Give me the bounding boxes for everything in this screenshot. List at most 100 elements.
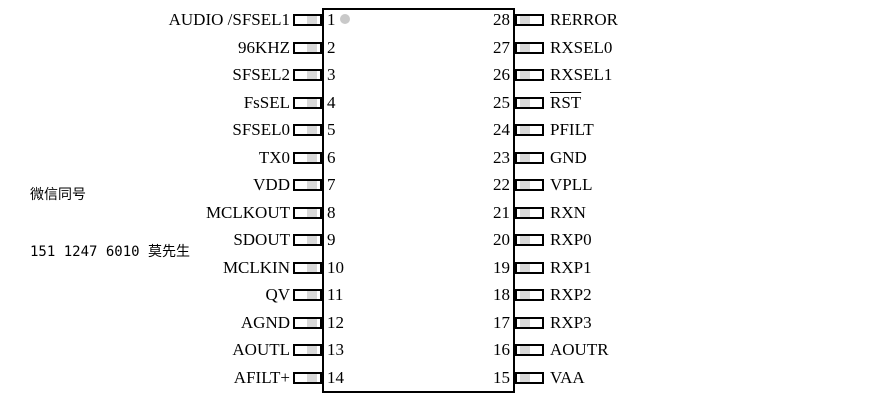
pin-pad xyxy=(515,371,544,384)
pad-stripe xyxy=(520,98,530,107)
pin-number: 21 xyxy=(493,202,510,222)
pin-pad xyxy=(515,234,544,246)
pad-stripe xyxy=(520,208,530,217)
pad-stripe xyxy=(520,236,530,244)
pin-number: 6 xyxy=(327,147,336,167)
pin-pad xyxy=(293,206,322,219)
pin-number: 22 xyxy=(493,175,510,194)
pin-label: AOUTL xyxy=(232,340,290,359)
pad-stripe xyxy=(307,291,317,299)
pin-pad xyxy=(515,261,544,274)
pad-stripe xyxy=(520,43,530,52)
pad-stripe xyxy=(307,263,317,272)
pad-stripe xyxy=(307,208,317,217)
pad-stripe xyxy=(520,318,530,327)
pad-stripe xyxy=(307,71,317,79)
pin-label: RXP3 xyxy=(550,312,592,332)
pin-pad xyxy=(293,234,322,246)
pin-label: 96KHZ xyxy=(238,37,290,57)
pin-pad xyxy=(293,69,322,81)
pin-pad xyxy=(293,316,322,329)
watermark-text: 微信同号 151 1247 6010 莫先生 xyxy=(30,148,190,300)
pin-label: TX0 xyxy=(258,147,290,167)
pin-number: 4 xyxy=(327,92,336,112)
pin-label: AUDIO /SFSEL1 xyxy=(168,10,290,29)
pin-row-22: VPLL 22 xyxy=(0,176,876,194)
pin1-marker-dot-icon xyxy=(340,14,350,24)
pin-label: AFILT+ xyxy=(233,367,290,387)
pin-pad xyxy=(293,151,322,164)
pin-number: 27 xyxy=(493,37,510,57)
pin-number: 10 xyxy=(327,257,344,277)
pin-number: 3 xyxy=(327,65,336,84)
pin-pad xyxy=(293,14,322,26)
pin-pad xyxy=(293,96,322,109)
pin-pad xyxy=(515,289,544,301)
pad-stripe xyxy=(307,16,317,24)
pin-label: RXN xyxy=(550,202,586,222)
pin-label: SFSEL0 xyxy=(232,120,290,139)
pin-number: 28 xyxy=(493,10,510,29)
pin-row-16: AOUTR 16 xyxy=(0,341,876,359)
pin-label: GND xyxy=(550,147,587,167)
chip-body xyxy=(322,8,515,393)
pin-pad xyxy=(293,261,322,274)
pad-stripe xyxy=(520,346,530,354)
pad-stripe xyxy=(307,181,317,189)
pin-row-28: RERROR 28 xyxy=(0,11,876,29)
pin-label: VDD xyxy=(253,175,290,194)
pin-number: 19 xyxy=(493,257,510,277)
pin-label: RXSEL1 xyxy=(550,65,613,84)
pin-number: 17 xyxy=(493,312,510,332)
pin-pad xyxy=(293,179,322,191)
pad-stripe xyxy=(520,71,530,79)
pin-label: AOUTR xyxy=(550,340,609,359)
pad-stripe xyxy=(520,263,530,272)
pin-label: MCLKIN xyxy=(222,257,290,277)
pin-label: SFSEL2 xyxy=(232,65,290,84)
pin-number: 20 xyxy=(493,230,510,249)
pad-stripe xyxy=(520,16,530,24)
pad-stripe xyxy=(307,236,317,244)
pin-pad xyxy=(515,41,544,54)
pin-label: SDOUT xyxy=(233,230,290,249)
pad-stripe xyxy=(520,181,530,189)
pin-number: 23 xyxy=(493,147,510,167)
pin-pad xyxy=(515,69,544,81)
pin-number: 15 xyxy=(493,367,510,387)
pin-label: VPLL xyxy=(550,175,593,194)
pin-label: RERROR xyxy=(550,10,619,29)
pin-label: PFILT xyxy=(550,120,594,139)
pin-pad xyxy=(515,206,544,219)
pin-pad xyxy=(515,344,544,356)
pin-pad xyxy=(293,371,322,384)
pin-number: 16 xyxy=(493,340,510,359)
pin-number: 13 xyxy=(327,340,344,359)
pin-label: MCLKOUT xyxy=(205,202,290,222)
watermark-line2: 151 1247 6010 莫先生 xyxy=(30,244,191,260)
pin-number: 1 xyxy=(327,10,336,29)
pin-row-13: AOUTL 13 xyxy=(0,341,876,359)
pin-number: 9 xyxy=(327,230,336,249)
pin-number: 12 xyxy=(327,312,344,332)
pin-row-1: AUDIO /SFSEL1 1 xyxy=(0,11,876,29)
pin-pad xyxy=(293,41,322,54)
pin-number: 25 xyxy=(493,92,510,112)
pin-pad xyxy=(515,96,544,109)
pad-stripe xyxy=(520,291,530,299)
pin-row-23: GND 23 xyxy=(0,147,876,167)
pin-pad xyxy=(293,124,322,136)
pin-number: 14 xyxy=(327,367,344,387)
pad-stripe xyxy=(520,153,530,162)
pad-stripe xyxy=(307,153,317,162)
